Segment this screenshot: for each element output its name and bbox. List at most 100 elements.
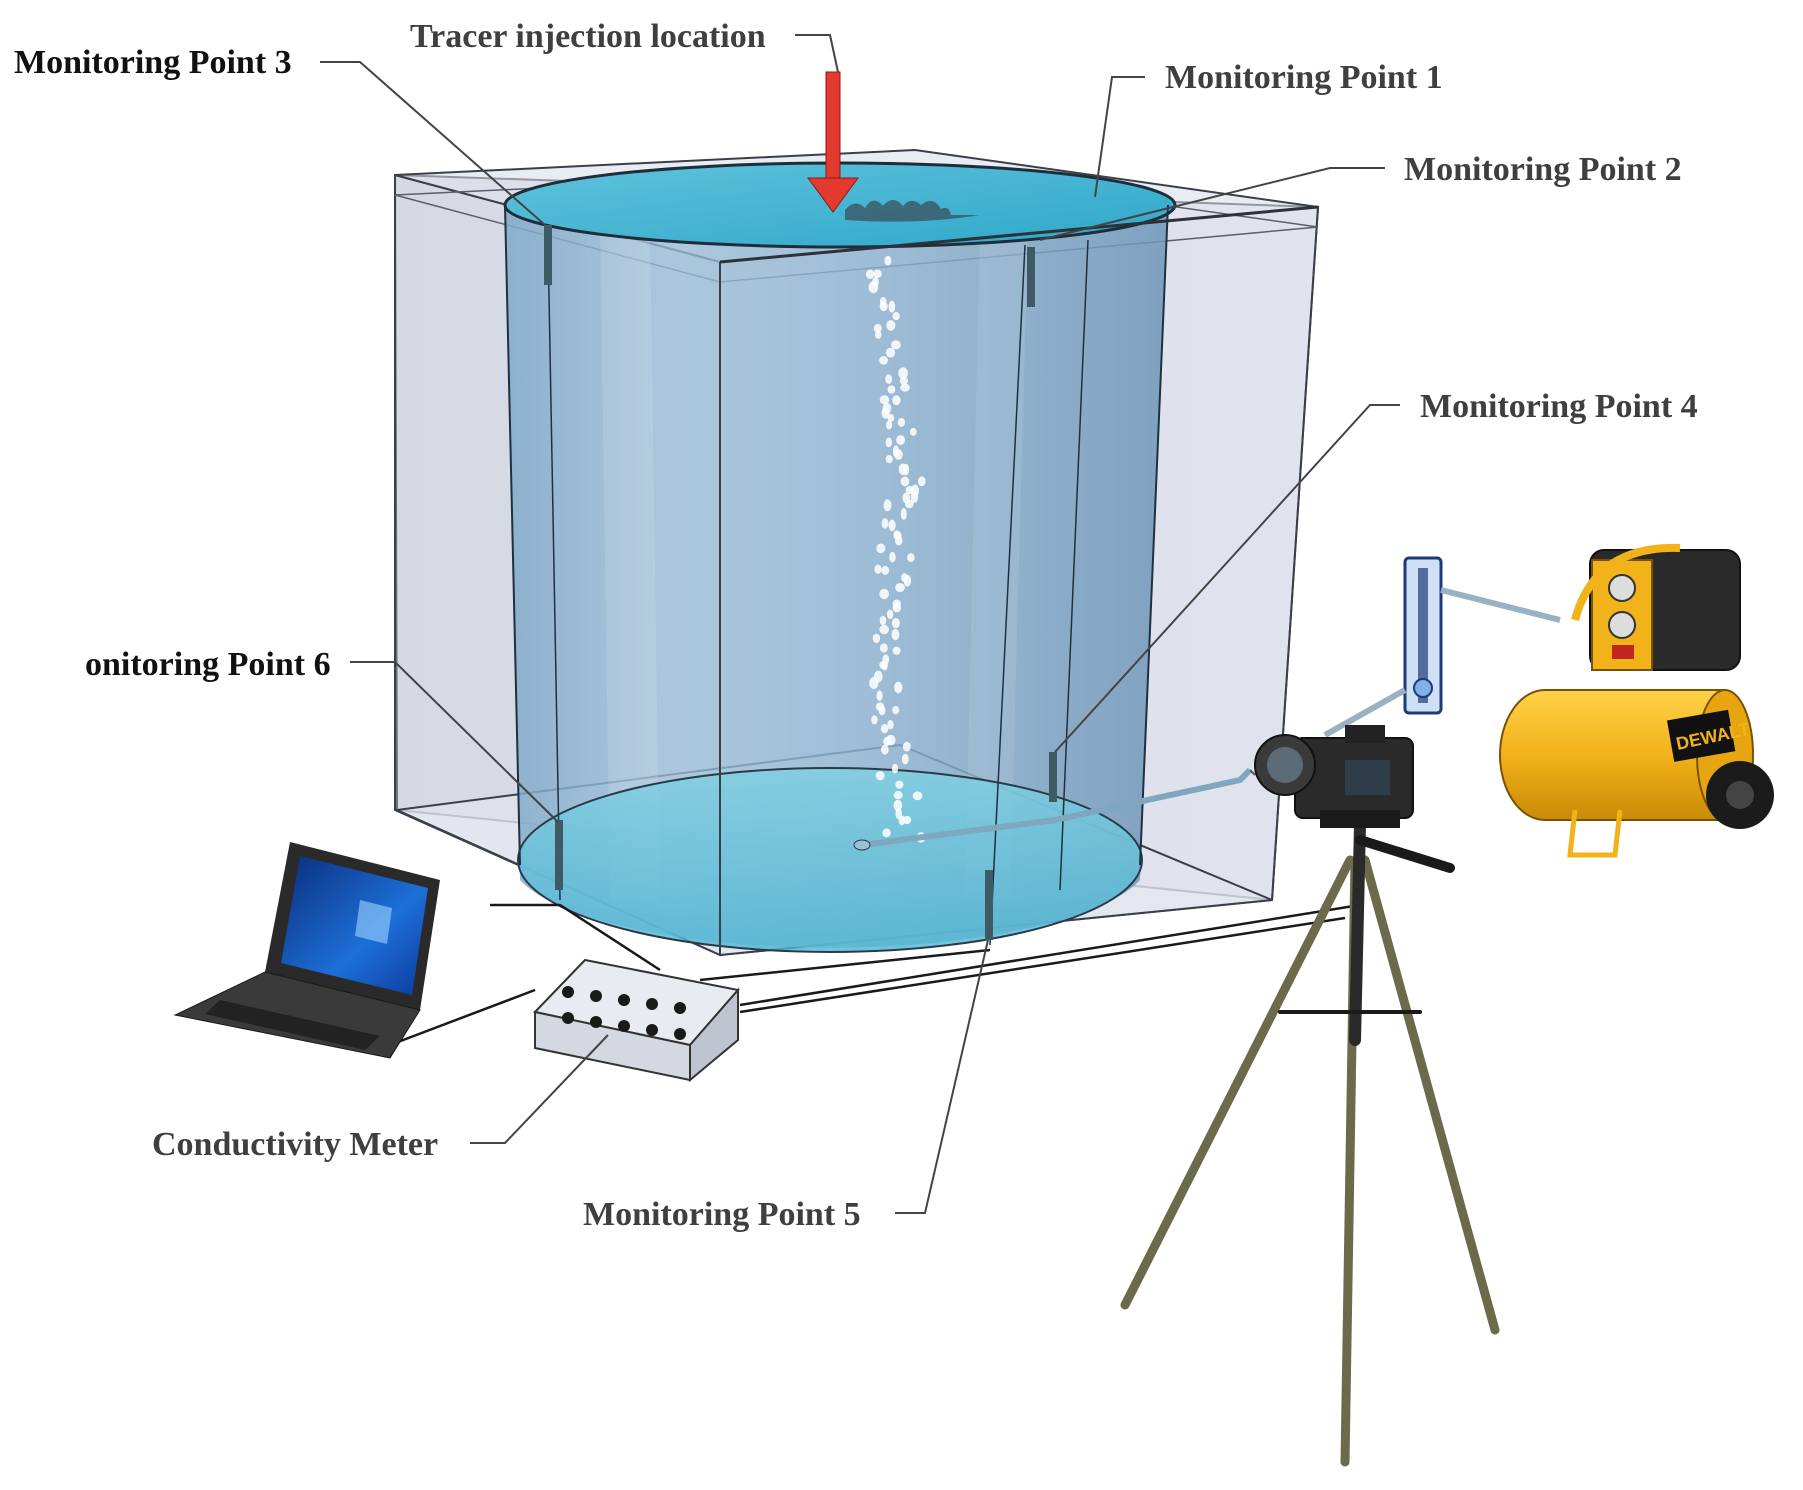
air-bubble bbox=[879, 588, 889, 600]
air-bubble bbox=[887, 719, 894, 730]
air-bubble bbox=[902, 463, 910, 476]
air-bubble bbox=[881, 407, 890, 419]
air-bubble bbox=[879, 356, 889, 365]
air-bubble bbox=[890, 340, 901, 350]
air-bubble bbox=[879, 395, 890, 405]
air-bubble bbox=[874, 564, 882, 574]
air-bubble bbox=[900, 383, 910, 392]
label-monitoring-point-3: Monitoring Point 3 bbox=[14, 44, 292, 81]
air-bubble bbox=[871, 715, 878, 725]
air-bubble bbox=[900, 476, 910, 487]
air-bubble bbox=[868, 281, 879, 294]
air-bubble bbox=[891, 617, 900, 629]
meter-knob bbox=[618, 994, 630, 1006]
air-compressor-icon: DEWALT bbox=[1499, 543, 1774, 858]
air-bubble bbox=[899, 376, 909, 385]
air-bubble bbox=[885, 455, 893, 464]
air-bubble bbox=[910, 491, 919, 503]
air-bubble bbox=[887, 413, 895, 423]
air-bubble bbox=[886, 320, 896, 331]
air-bubble bbox=[873, 323, 882, 333]
leader-lines bbox=[320, 34, 1400, 1214]
label-conductivity-meter: Conductivity Meter bbox=[152, 1126, 438, 1163]
air-bubble bbox=[885, 420, 893, 430]
label-monitoring-point-4: Monitoring Point 4 bbox=[1420, 388, 1698, 425]
label-monitoring-point-2: Monitoring Point 2 bbox=[1404, 151, 1682, 188]
air-bubble bbox=[892, 705, 900, 715]
air-bubble bbox=[902, 815, 912, 825]
air-bubble bbox=[912, 791, 923, 801]
meter-knob bbox=[562, 1012, 574, 1024]
air-bubble bbox=[887, 385, 896, 394]
air-bubble bbox=[892, 603, 902, 613]
meter-knob bbox=[618, 1020, 630, 1032]
air-bubble bbox=[882, 828, 891, 838]
air-bubble bbox=[881, 744, 889, 755]
air-bubble bbox=[876, 690, 883, 701]
meter-knob bbox=[674, 1002, 686, 1014]
air-bubble bbox=[879, 615, 887, 626]
tank-top-front-edge bbox=[719, 205, 1319, 264]
flowmeter-icon bbox=[1323, 556, 1561, 738]
air-bubble bbox=[896, 435, 906, 445]
air-bubble bbox=[885, 347, 896, 358]
meter-knob bbox=[562, 986, 574, 998]
air-bubble bbox=[891, 628, 900, 641]
label-tracer-injection: Tracer injection location bbox=[410, 18, 766, 55]
air-bubble bbox=[891, 763, 899, 774]
meter-knobs bbox=[562, 986, 686, 1040]
air-bubble bbox=[902, 741, 911, 752]
air-bubble bbox=[892, 646, 901, 655]
air-bubble bbox=[917, 476, 926, 487]
air-bubble bbox=[895, 780, 904, 789]
camera-icon bbox=[1254, 725, 1414, 828]
air-bubble bbox=[904, 499, 914, 509]
air-bubble bbox=[879, 643, 888, 653]
air-bubble bbox=[894, 681, 903, 694]
air-bubble bbox=[884, 255, 892, 266]
air-bubble bbox=[893, 791, 903, 800]
air-bubble bbox=[898, 367, 909, 380]
air-bubble bbox=[883, 499, 892, 512]
meter-knob bbox=[590, 1016, 602, 1028]
probe-cables bbox=[389, 903, 1361, 1047]
air-bubble bbox=[895, 582, 905, 593]
meter-knob bbox=[646, 1024, 658, 1036]
air-bubble bbox=[886, 609, 894, 620]
air-bubble bbox=[907, 553, 915, 563]
air-bubble bbox=[892, 445, 900, 457]
air-bubble bbox=[901, 573, 908, 582]
air-bubble bbox=[885, 374, 893, 384]
air-bubble bbox=[880, 723, 889, 734]
air-bubble bbox=[881, 565, 890, 575]
label-monitoring-point-5: Monitoring Point 5 bbox=[583, 1196, 861, 1233]
air-sparger-pipe bbox=[853, 767, 1256, 851]
meter-knob bbox=[674, 1028, 686, 1040]
air-bubble bbox=[901, 753, 909, 765]
air-bubble bbox=[885, 437, 893, 448]
air-bubble bbox=[875, 771, 885, 781]
air-bubble bbox=[905, 485, 914, 495]
air-bubble bbox=[897, 417, 906, 427]
air-bubble bbox=[909, 427, 917, 436]
air-bubble bbox=[875, 330, 882, 339]
air-bubble bbox=[883, 736, 892, 746]
conductivity-meter-icon bbox=[533, 958, 740, 1083]
label-monitoring-point-1: Monitoring Point 1 bbox=[1165, 59, 1443, 96]
air-bubble bbox=[876, 543, 886, 554]
tracer-injection-arrow bbox=[807, 71, 859, 213]
air-bubble bbox=[892, 395, 901, 406]
laptop-icon bbox=[173, 842, 440, 1059]
tripod-icon bbox=[1120, 819, 1500, 1467]
air-bubble bbox=[894, 535, 903, 546]
air-bubble bbox=[898, 815, 906, 826]
air-bubble bbox=[879, 301, 888, 312]
air-bubble bbox=[881, 518, 889, 529]
conductivity-probes bbox=[544, 225, 1057, 940]
air-bubble bbox=[888, 519, 896, 532]
meter-knob bbox=[590, 990, 602, 1002]
air-bubble bbox=[879, 660, 888, 670]
air-bubble bbox=[873, 269, 882, 278]
air-bubble-column bbox=[865, 255, 926, 843]
